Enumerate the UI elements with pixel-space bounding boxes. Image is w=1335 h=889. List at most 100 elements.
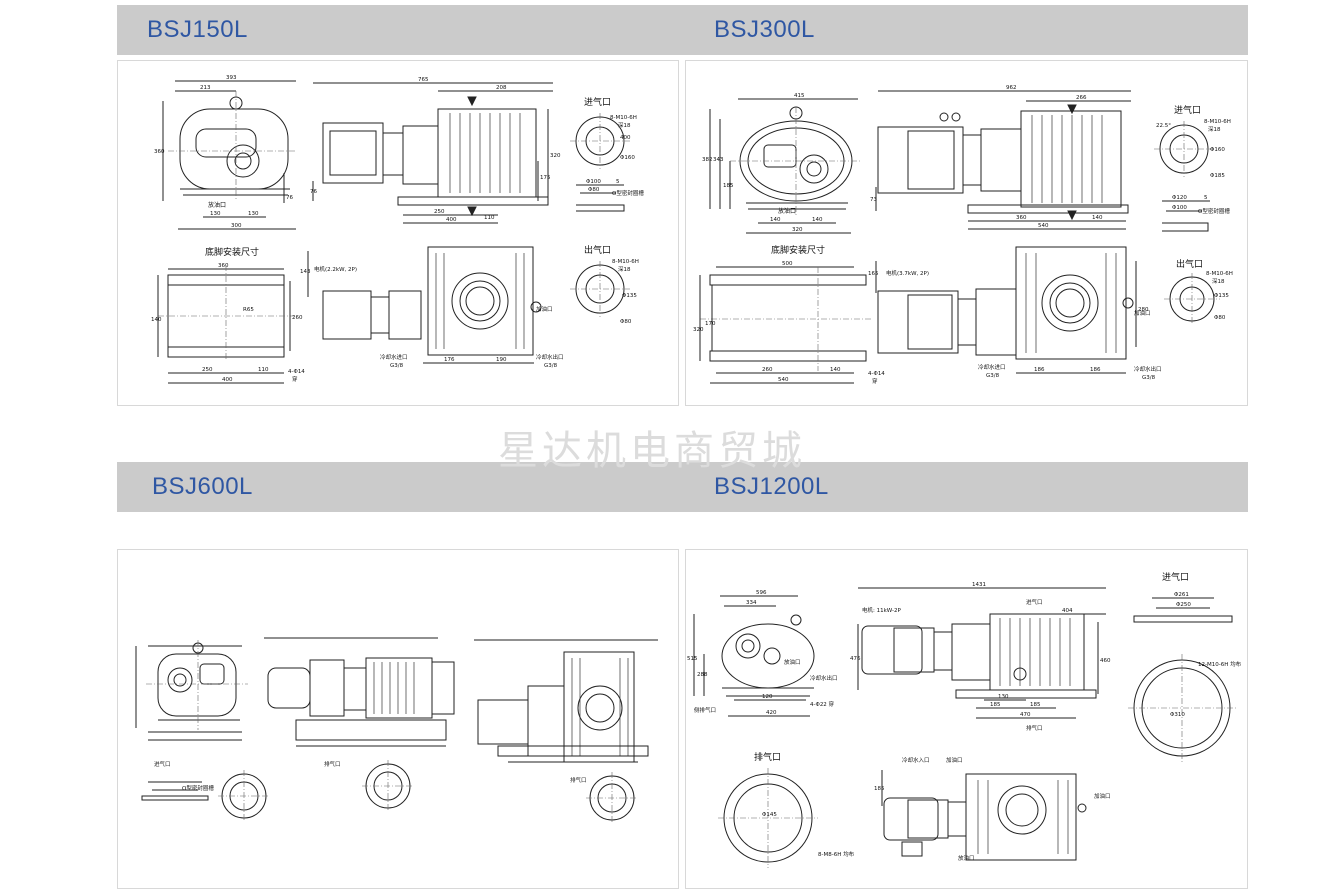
svg-text:出气口: 出气口: [584, 244, 611, 256]
svg-text:冷却水出口: 冷却水出口: [1134, 365, 1162, 373]
svg-text:冷却水进口: 冷却水进口: [380, 353, 408, 361]
svg-text:5: 5: [1204, 195, 1208, 201]
svg-text:排气口: 排气口: [324, 760, 341, 768]
svg-text:140: 140: [812, 217, 823, 223]
svg-text:8-M10-6H: 8-M10-6H: [1204, 119, 1231, 125]
drawing-panel-bsj600l: 进气口 O型密封圈槽 排气口 排气口: [117, 549, 679, 889]
top-view: 冷却水入口 加油口 185 加油口 放油口: [874, 756, 1111, 862]
svg-text:962: 962: [1006, 85, 1017, 91]
svg-text:深18: 深18: [1212, 277, 1225, 285]
svg-text:电机(3.7kW, 2P): 电机(3.7kW, 2P): [886, 269, 929, 277]
svg-text:73: 73: [870, 197, 877, 203]
svg-text:360: 360: [1016, 215, 1027, 221]
svg-text:Φ145: Φ145: [762, 812, 777, 818]
watermark-text: 星达机电商贸城: [498, 428, 806, 474]
model-header-bsj300l: BSJ300L: [679, 5, 1248, 55]
svg-text:Φ185: Φ185: [1210, 173, 1225, 179]
svg-text:540: 540: [778, 377, 789, 383]
svg-text:175: 175: [540, 175, 551, 181]
svg-text:深18: 深18: [1208, 125, 1221, 133]
svg-text:冷却水入口: 冷却水入口: [902, 756, 930, 764]
svg-text:Φ160: Φ160: [1210, 147, 1225, 153]
svg-text:515: 515: [687, 656, 698, 662]
model-title: BSJ600L: [152, 473, 253, 500]
outlet-flange: 排气口 Φ145 8-M8-6H 均布: [718, 751, 855, 868]
svg-text:进气口: 进气口: [154, 760, 171, 768]
svg-text:130: 130: [210, 211, 221, 217]
svg-text:208: 208: [496, 85, 507, 91]
svg-text:5: 5: [616, 179, 620, 185]
svg-text:底脚安装尺寸: 底脚安装尺寸: [771, 244, 825, 256]
svg-text:Φ100: Φ100: [1172, 205, 1187, 211]
svg-text:165: 165: [868, 271, 879, 277]
svg-text:O型密封圈槽: O型密封圈槽: [612, 189, 644, 197]
svg-text:8-M10-6H: 8-M10-6H: [610, 115, 637, 121]
svg-text:深18: 深18: [618, 265, 631, 273]
svg-text:213: 213: [200, 85, 211, 91]
foot-mount-view: 底脚安装尺寸 360 R65 140 260 250 110 400 4-Φ14…: [151, 246, 305, 384]
side-view: 962 266 73 360 140 540: [870, 85, 1131, 230]
svg-text:进气口: 进气口: [1174, 104, 1201, 116]
svg-text:放油口: 放油口: [778, 207, 796, 215]
svg-text:8-M10-6H: 8-M10-6H: [612, 259, 639, 265]
svg-text:穿: 穿: [872, 377, 878, 385]
svg-text:加油口: 加油口: [1134, 309, 1151, 317]
svg-text:140: 140: [770, 217, 781, 223]
inlet-flange: 进气口 Φ261 Φ250 12-M10-6H 均布 Φ310: [1128, 571, 1242, 762]
svg-text:放油口: 放油口: [958, 854, 975, 862]
svg-text:186: 186: [1090, 367, 1101, 373]
technical-drawing-bsj600l: 进气口 O型密封圈槽 排气口 排气口: [135, 637, 658, 824]
svg-text:360: 360: [154, 149, 165, 155]
svg-text:进气口: 进气口: [1026, 598, 1043, 606]
svg-text:404: 404: [1062, 608, 1073, 614]
svg-text:140: 140: [151, 317, 162, 323]
svg-text:Φ100: Φ100: [586, 179, 601, 185]
svg-text:260: 260: [292, 315, 303, 321]
model-title: BSJ300L: [714, 16, 815, 43]
svg-text:1431: 1431: [972, 582, 986, 588]
side-view: [264, 637, 455, 747]
inlet-flange: 进气口 O型密封圈槽: [141, 760, 270, 822]
svg-text:186: 186: [1034, 367, 1045, 373]
svg-text:400: 400: [222, 377, 233, 383]
svg-text:4-Φ22 穿: 4-Φ22 穿: [810, 700, 835, 708]
svg-text:260: 260: [762, 367, 773, 373]
svg-text:G3/8: G3/8: [986, 373, 1000, 379]
svg-text:G3/8: G3/8: [544, 363, 558, 369]
svg-text:143: 143: [300, 269, 311, 275]
svg-text:G3/8: G3/8: [1142, 375, 1156, 381]
svg-text:360: 360: [218, 263, 229, 269]
svg-text:Φ261: Φ261: [1174, 592, 1189, 598]
svg-text:280: 280: [1138, 307, 1149, 313]
svg-text:排气口: 排气口: [1026, 724, 1043, 732]
model-title: BSJ1200L: [714, 473, 829, 500]
svg-text:电机: 11kW-2P: 电机: 11kW-2P: [862, 606, 901, 614]
svg-text:400: 400: [620, 135, 631, 141]
svg-text:底脚安装尺寸: 底脚安装尺寸: [205, 246, 259, 258]
svg-text:穿: 穿: [292, 375, 298, 383]
svg-text:加油口: 加油口: [946, 756, 963, 764]
top-view: [474, 639, 658, 763]
svg-text:110: 110: [484, 215, 495, 221]
svg-text:进气口: 进气口: [1162, 571, 1189, 583]
svg-text:176: 176: [444, 357, 455, 363]
svg-text:266: 266: [1076, 95, 1087, 101]
model-header-bsj600l: BSJ600L: [117, 462, 679, 512]
svg-text:343: 343: [713, 157, 724, 163]
end-view: [135, 640, 248, 741]
svg-text:Φ160: Φ160: [620, 155, 635, 161]
svg-text:4-Φ14: 4-Φ14: [868, 371, 885, 377]
svg-text:Φ80: Φ80: [620, 319, 632, 325]
drawing-panel-bsj1200l: 596 334 515 288 放油口 冷却水出口 4-Φ22 穿 侧排气口 1…: [685, 549, 1248, 889]
